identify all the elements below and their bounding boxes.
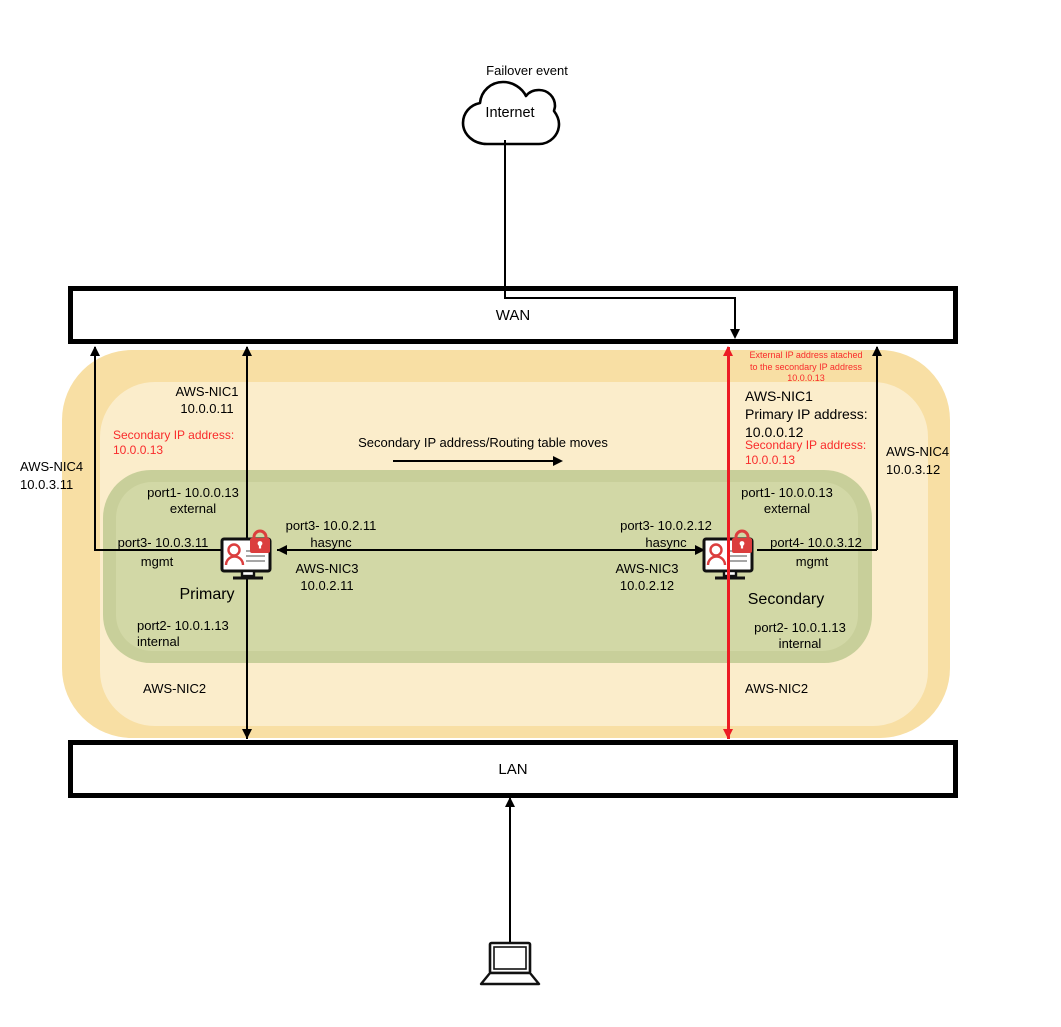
primary-mgmt-line-v	[94, 347, 96, 550]
primary-nic4-label: AWS-NIC4	[20, 459, 84, 474]
primary-secondary-ip-label: Secondary IP address:	[113, 428, 235, 442]
secondary-external-ip-note: External IP address atached to the secon…	[750, 350, 863, 385]
secondary-nic1-block: AWS-NIC1 Primary IP address: 10.0.0.12	[745, 387, 868, 441]
secondary-secondary-ip-value: 10.0.0.13	[745, 453, 796, 467]
secondary-primary-ip-label: Primary IP address:	[745, 406, 868, 422]
primary-nic1-block: AWS-NIC1 10.0.0.11	[175, 383, 238, 417]
primary-mgmt-line-h	[94, 549, 224, 551]
secondary-nic3-block: AWS-NIC3 10.0.2.12	[615, 560, 678, 594]
secondary-mgmt-line-h	[757, 549, 877, 551]
internet-cloud-icon	[461, 80, 561, 146]
lan-bar: LAN	[68, 740, 958, 798]
primary-port1-role: external	[169, 501, 217, 516]
secondary-nic2-label: AWS-NIC2	[745, 681, 809, 696]
secondary-port2-label: port2- 10.0.1.13	[754, 620, 846, 635]
lock-icon	[250, 529, 270, 553]
primary-nic4-ip: 10.0.3.11	[20, 477, 74, 492]
secondary-primary-ip-value: 10.0.0.12	[745, 424, 804, 440]
hasync-arrow-left	[277, 545, 287, 555]
note-line3: 10.0.0.13	[787, 373, 825, 383]
secondary-nic1-label: AWS-NIC1	[745, 388, 813, 404]
note-line1: External IP address atached	[749, 350, 863, 360]
lock-icon	[732, 529, 752, 553]
primary-nic3-ip: 10.0.2.11	[300, 578, 354, 593]
primary-nic1-label: AWS-NIC1	[175, 384, 239, 399]
primary-appliance-icon	[220, 529, 272, 580]
internet-wan-line	[504, 140, 506, 298]
lan-client-line	[509, 798, 511, 946]
secondary-secondary-ip-block: Secondary IP address: 10.0.0.13	[745, 438, 866, 468]
secondary-name: Secondary	[747, 591, 825, 608]
ip-move-label: Secondary IP address/Routing table moves	[358, 435, 608, 450]
internet-label: Internet	[485, 105, 535, 121]
wan-bar: WAN	[68, 286, 958, 344]
primary-mgmt-port-label: port3- 10.0.3.11	[117, 535, 209, 550]
secondary-hasync-label: port3- 10.0.2.12	[620, 518, 712, 533]
secondary-port1-role: external	[763, 501, 811, 516]
primary-port2-role: internal	[137, 634, 180, 649]
primary-secondary-ip-block: Secondary IP address: 10.0.0.13	[113, 428, 234, 458]
secondary-secondary-ip-label: Secondary IP address:	[745, 438, 867, 452]
primary-nic2-label: AWS-NIC2	[143, 681, 207, 696]
primary-port2-label: port2- 10.0.1.13	[137, 618, 229, 633]
primary-data-arrow-down	[242, 729, 252, 739]
primary-port1-label: port1- 10.0.0.13	[147, 485, 239, 500]
lan-client-arrow	[505, 797, 515, 807]
laptop-icon	[479, 941, 541, 986]
primary-hasync-block: port3- 10.0.2.11 hasync	[286, 517, 377, 551]
primary-nic3-block: AWS-NIC3 10.0.2.11	[295, 560, 358, 594]
hasync-arrow-right	[695, 545, 705, 555]
primary-nic1-ip: 10.0.0.11	[180, 401, 234, 416]
secondary-port1-label: port1- 10.0.0.13	[741, 485, 833, 500]
secondary-hasync-block: port3- 10.0.2.12 hasync	[620, 517, 712, 551]
primary-hasync-label: port3- 10.0.2.11	[285, 518, 377, 533]
primary-mgmt-port-role: mgmt	[140, 554, 174, 569]
secondary-failover-arrow-down	[723, 729, 733, 739]
failover-path-arrow	[730, 329, 740, 339]
secondary-port2-role: internal	[778, 636, 822, 651]
secondary-failover-line	[727, 347, 730, 739]
secondary-mgmt-port-role: mgmt	[795, 554, 829, 569]
secondary-nic3-label: AWS-NIC3	[615, 561, 679, 576]
hasync-link-line	[277, 549, 705, 551]
secondary-failover-arrow-up	[723, 346, 733, 356]
secondary-mgmt-port-label: port4- 10.0.3.12	[770, 535, 862, 550]
primary-mgmt-arrow-up	[90, 346, 100, 356]
wan-label: WAN	[495, 306, 531, 324]
failover-event-label: Failover event	[486, 63, 568, 78]
secondary-nic3-ip: 10.0.2.12	[619, 578, 675, 593]
primary-nic3-label: AWS-NIC3	[295, 561, 359, 576]
ip-move-line	[393, 460, 553, 462]
primary-name: Primary	[179, 586, 235, 603]
secondary-nic4-block: AWS-NIC4 10.0.3.12	[886, 443, 949, 479]
primary-data-arrow-up	[242, 346, 252, 356]
secondary-mgmt-arrow-up	[872, 346, 882, 356]
secondary-mgmt-line-v	[876, 347, 878, 550]
lan-label: LAN	[498, 760, 528, 778]
secondary-nic4-ip: 10.0.3.12	[886, 462, 941, 477]
failover-drop-line	[734, 297, 736, 331]
secondary-port2-block: port2- 10.0.1.13 internal	[754, 620, 846, 652]
failover-elbow-line	[504, 297, 736, 299]
primary-port2-block: port2- 10.0.1.13 internal	[137, 618, 229, 650]
secondary-nic4-label: AWS-NIC4	[886, 444, 950, 459]
secondary-hasync-role: hasync	[645, 535, 687, 550]
note-line2: to the secondary IP address	[750, 361, 862, 372]
primary-nic4-block: AWS-NIC4 10.0.3.11	[20, 458, 83, 494]
primary-port1-block: port1- 10.0.0.13 external	[147, 485, 239, 517]
secondary-port1-block: port1- 10.0.0.13 external	[741, 485, 833, 517]
primary-secondary-ip-value: 10.0.0.13	[113, 443, 164, 457]
ip-move-arrow	[553, 456, 563, 466]
primary-hasync-role: hasync	[310, 535, 352, 550]
